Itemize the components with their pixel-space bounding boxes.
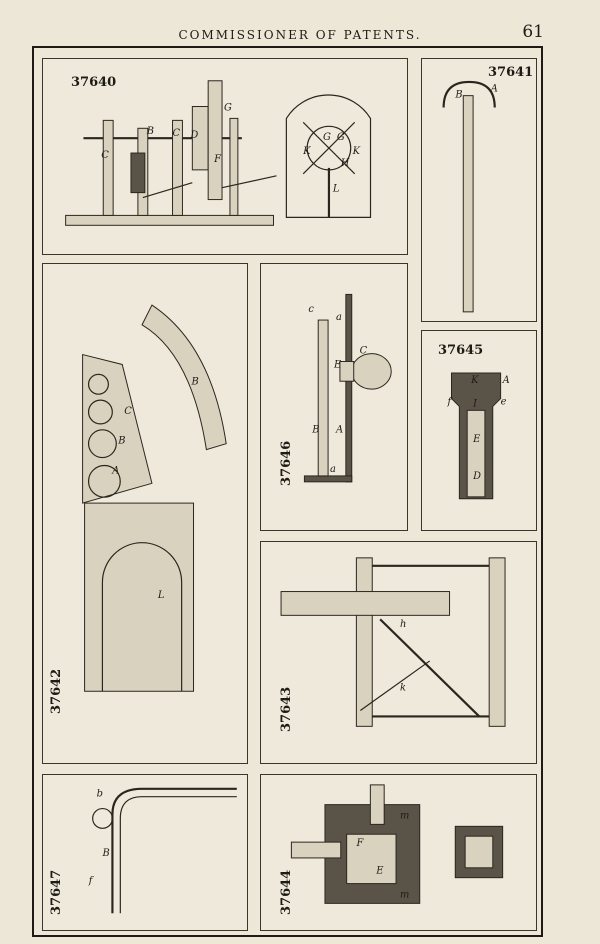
drawing-37643: hk <box>280 557 506 727</box>
svg-text:e: e <box>501 396 507 407</box>
svg-text:B: B <box>117 436 125 447</box>
svg-text:I: I <box>472 398 478 409</box>
svg-text:B: B <box>311 425 319 436</box>
svg-text:m: m <box>400 889 409 900</box>
svg-text:C: C <box>360 346 368 357</box>
drawing-37644: F Em m <box>290 784 504 904</box>
svg-text:a: a <box>336 312 342 323</box>
svg-text:A: A <box>111 465 119 476</box>
svg-text:C: C <box>101 150 109 161</box>
svg-text:m: m <box>400 810 409 821</box>
page-header-title: COMMISSIONER OF PATENTS. <box>178 28 422 42</box>
svg-text:H: H <box>340 158 350 169</box>
svg-text:E: E <box>472 434 480 445</box>
svg-text:A: A <box>490 84 498 95</box>
svg-text:A: A <box>335 425 343 436</box>
drawing-37642: L A B C B <box>82 304 227 692</box>
svg-text:D: D <box>472 471 481 482</box>
patent-number-37645: 37645 <box>438 343 484 358</box>
svg-text:E: E <box>333 359 342 370</box>
svg-text:B: B <box>454 90 462 101</box>
patent-number-37641: 37641 <box>488 65 534 80</box>
page-number: 61 <box>522 22 544 42</box>
svg-text:c: c <box>308 304 314 315</box>
svg-text:L: L <box>157 590 165 601</box>
svg-text:f: f <box>447 396 454 407</box>
patent-number-37640: 37640 <box>71 75 117 90</box>
svg-text:G: G <box>224 102 232 113</box>
svg-text:b: b <box>97 789 103 800</box>
svg-text:L: L <box>332 184 340 195</box>
svg-text:B: B <box>191 376 199 387</box>
svg-text:K: K <box>302 146 311 157</box>
svg-text:A: A <box>502 375 510 386</box>
svg-text:F: F <box>213 154 222 165</box>
svg-text:h: h <box>400 619 406 630</box>
svg-text:k: k <box>400 683 406 694</box>
svg-text:C: C <box>124 406 132 417</box>
svg-text:D: D <box>189 130 198 141</box>
svg-text:F: F <box>356 838 365 849</box>
svg-text:G: G <box>323 132 331 143</box>
svg-text:K: K <box>470 375 479 386</box>
svg-text:B: B <box>146 126 154 137</box>
drawing-37641: BA <box>442 80 498 313</box>
svg-text:a: a <box>330 464 336 475</box>
svg-text:K: K <box>352 146 361 157</box>
svg-text:B: B <box>102 848 110 859</box>
svg-text:E: E <box>375 866 384 877</box>
svg-text:G: G <box>337 132 345 143</box>
svg-text:f: f <box>88 876 95 887</box>
drawing-37647: bBf <box>88 787 237 914</box>
svg-text:C: C <box>173 128 181 139</box>
